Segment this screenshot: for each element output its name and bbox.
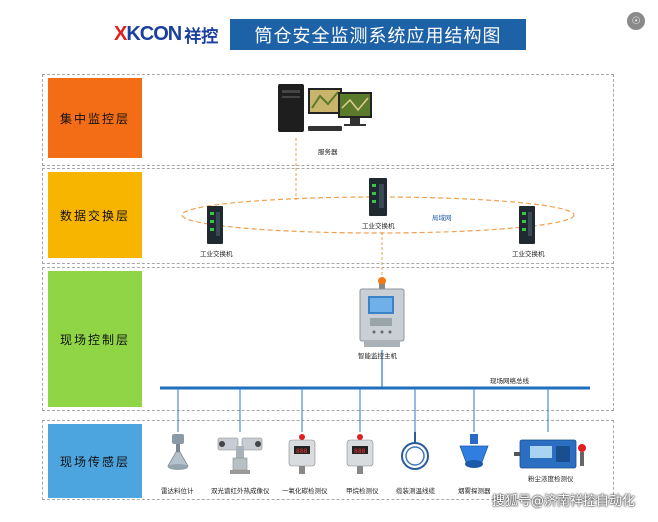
layer-label-exchange: 数据交换层: [48, 172, 142, 258]
switch-label-left: 工业交换机: [200, 250, 233, 258]
layer-label-sensor: 现场传感层: [48, 424, 142, 498]
logo-chinese-name: 祥控: [184, 26, 219, 47]
switch-label-center: 工业交换机: [362, 222, 395, 230]
lan-label: 局域网: [432, 214, 452, 222]
switch-icon-left: [207, 206, 223, 244]
switch-label-right: 工业交换机: [512, 250, 545, 258]
bus-label: 现场网络总线: [490, 377, 529, 385]
layer-panel-central: [42, 74, 614, 166]
svg-text:888: 888: [296, 448, 308, 455]
dust-analyzer-icon: [514, 439, 586, 469]
methane-detector-icon: 888: [346, 434, 374, 474]
sensor-label-thermal: 双光谱红外热成像仪: [211, 487, 270, 495]
temperature-cable-icon: [401, 432, 429, 470]
radar-level-icon: [167, 434, 189, 470]
company-logo: XKCON 祥控: [114, 22, 219, 47]
server-icon: [278, 84, 372, 132]
watermark-icon: ☉: [627, 12, 645, 30]
sensor-label-co: 一氧化碳检测仪: [282, 487, 328, 495]
controller-icon: [359, 277, 405, 347]
sensor-label-cable: 缆装测温线缆: [396, 487, 435, 495]
sensor-label-methane: 甲烷检测仪: [346, 487, 379, 495]
switch-icon-right: [519, 206, 535, 244]
sensor-label-dust: 粉尘浓度检测仪: [528, 475, 574, 483]
layer-panel-exchange: [42, 168, 614, 264]
sensor-label-smoke: 烟雾探测器: [458, 487, 491, 495]
layer-panel-control: [42, 267, 614, 411]
layer-panel-sensor: [42, 420, 614, 500]
controller-label: 智能监控主机: [358, 352, 397, 360]
co-detector-icon: 888: [288, 434, 316, 474]
source-watermark: 搜狐号@济南祥控自动化: [492, 494, 636, 509]
sensor-label-radar: 雷达料位计: [161, 487, 194, 495]
layer-label-control: 现场控制层: [48, 271, 142, 407]
svg-text:888: 888: [354, 448, 366, 455]
thermal-camera-icon: [217, 437, 263, 474]
smoke-detector-icon: [459, 434, 489, 468]
layer-label-central: 集中监控层: [48, 78, 142, 158]
server-label: 服务器: [318, 148, 338, 156]
switch-icon-center: [369, 178, 387, 216]
page-title: 筒仓安全监测系统应用结构图: [230, 19, 526, 50]
logo-mark: XKCON: [114, 22, 182, 45]
